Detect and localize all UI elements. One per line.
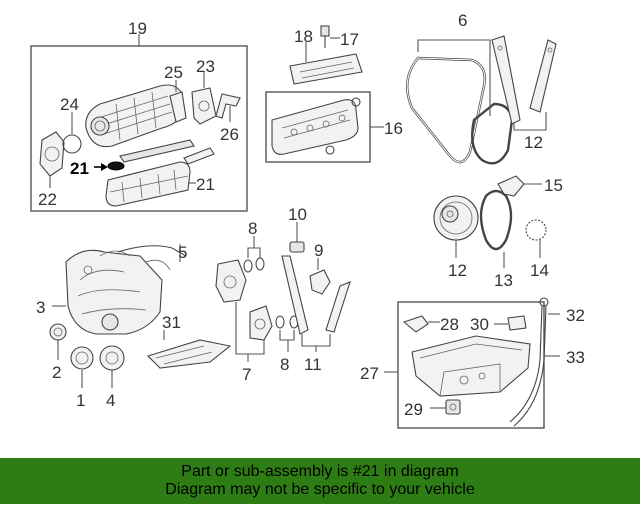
callout-26[interactable]: 25 [164, 63, 183, 82]
engine-cover[interactable] [289, 53, 363, 85]
intake-manifold[interactable] [85, 84, 185, 148]
callout-25[interactable]: 24 [60, 95, 79, 114]
seal-2[interactable] [49, 323, 67, 341]
manifold-gasket-26[interactable] [169, 91, 187, 123]
callout-14[interactable]: 13 [494, 271, 513, 290]
callout-9[interactable]: 9 [314, 241, 323, 260]
callout-7[interactable]: 7 [242, 365, 251, 384]
sensor-27[interactable] [215, 93, 241, 119]
callout-32[interactable]: 31 [162, 313, 181, 332]
callout-30[interactable]: 29 [404, 400, 423, 419]
egr-valve-24[interactable] [191, 87, 217, 125]
callout-13: 12 [448, 261, 467, 280]
o-ring-upper-b[interactable] [255, 257, 265, 271]
callout-11[interactable]: 10 [288, 205, 307, 224]
chain-guide-right[interactable] [325, 281, 351, 333]
parts-diagram: 19 22 24 25 23 26 [30, 11, 585, 429]
o-ring-lower-a[interactable] [275, 315, 285, 329]
callout-8-lower[interactable]: 8 [280, 355, 289, 374]
callout-5[interactable]: 5 [178, 243, 187, 262]
callout-3[interactable]: 3 [36, 298, 45, 317]
callout-31[interactable]: 30 [470, 315, 489, 334]
callout-10[interactable]: 11 [304, 355, 322, 374]
crank-gear-1[interactable] [70, 346, 94, 370]
callout-20[interactable]: 19 [128, 19, 147, 38]
guide-group: 10 9 11 [281, 205, 351, 374]
callout-29[interactable]: 28 [440, 315, 459, 334]
cam-phaser-upper[interactable] [215, 259, 247, 303]
callout-16[interactable]: 15 [544, 176, 563, 195]
callout-6[interactable]: 6 [458, 11, 467, 30]
throttle-gasket[interactable] [62, 134, 82, 154]
oil-pan-group: 27 28 30 29 [360, 301, 545, 429]
fuel-rail[interactable] [119, 139, 195, 163]
damper-4[interactable] [99, 345, 125, 371]
engine-cover-group: 18 17 [289, 25, 363, 85]
o-ring-upper-a[interactable] [243, 259, 253, 273]
callout-1[interactable]: 1 [76, 391, 85, 410]
tensioner-11[interactable] [289, 241, 305, 253]
callout-2[interactable]: 2 [52, 363, 61, 382]
timing-chains[interactable] [406, 56, 514, 165]
timing-cover-group: 3 5 2 1 4 [36, 243, 187, 410]
callout-27[interactable]: 26 [220, 125, 239, 144]
phaser-group: 8 8 7 [215, 219, 299, 384]
crank-sprocket[interactable] [525, 219, 547, 241]
lower-intake-manifold[interactable] [105, 161, 191, 207]
callout-18[interactable]: 17 [340, 30, 359, 49]
callout-4[interactable]: 4 [106, 391, 115, 410]
callout-8-upper[interactable]: 8 [248, 219, 257, 238]
chain-tensioner[interactable] [497, 175, 525, 197]
intake-manifold-group: 19 22 24 25 23 26 [30, 19, 248, 212]
callout-33[interactable]: 32 [566, 306, 585, 325]
valve-cover-group: 16 [265, 91, 403, 163]
oil-tube-29[interactable] [402, 315, 429, 333]
callout-12[interactable]: 12 [524, 133, 543, 152]
pcv-valve[interactable] [325, 145, 335, 155]
callout-24[interactable]: 23 [196, 57, 215, 76]
callout-28[interactable]: 27 [360, 364, 379, 383]
callout-23[interactable]: 22 [38, 190, 57, 209]
timing-cover-gasket[interactable] [117, 245, 187, 257]
throttle-body[interactable] [39, 131, 65, 177]
oil-pan[interactable] [411, 335, 531, 397]
sensor-31[interactable] [507, 315, 527, 331]
injector[interactable] [183, 147, 215, 165]
callout-17[interactable]: 16 [384, 119, 403, 138]
tensioner-9[interactable] [309, 269, 331, 295]
dipstick-tube-34[interactable] [509, 305, 543, 423]
callout-19[interactable]: 18 [294, 27, 313, 46]
dipstick-handle-33[interactable] [539, 297, 549, 307]
oil-pan-gasket[interactable] [146, 339, 232, 369]
valve-cover[interactable] [271, 99, 359, 155]
chain-guides[interactable] [491, 35, 557, 125]
timing-chain-14[interactable] [479, 189, 513, 251]
dipstick-group: 32 33 [509, 297, 585, 427]
callout-22[interactable]: 21 [196, 175, 215, 194]
chain-guide-left[interactable] [281, 255, 309, 335]
cover-bolt[interactable] [320, 25, 330, 37]
timing-cover[interactable] [65, 249, 163, 335]
banner-line-1: Part or sub-assembly is #21 in diagram [181, 463, 459, 480]
callout-21[interactable]: 21 [70, 159, 89, 178]
callout-34[interactable]: 33 [566, 348, 585, 367]
drain-plug-30[interactable] [445, 399, 461, 415]
callout-15[interactable]: 14 [530, 261, 549, 280]
part-21-gasket[interactable] [107, 161, 125, 171]
banner-line-2: Diagram may not be specific to your vehi… [165, 481, 475, 498]
cam-phaser-lower[interactable] [249, 305, 273, 341]
breather-cap[interactable] [351, 97, 361, 107]
info-banner: Part or sub-assembly is #21 in diagram D… [0, 458, 640, 504]
sprocket-group: 12 13 14 15 [433, 175, 563, 290]
